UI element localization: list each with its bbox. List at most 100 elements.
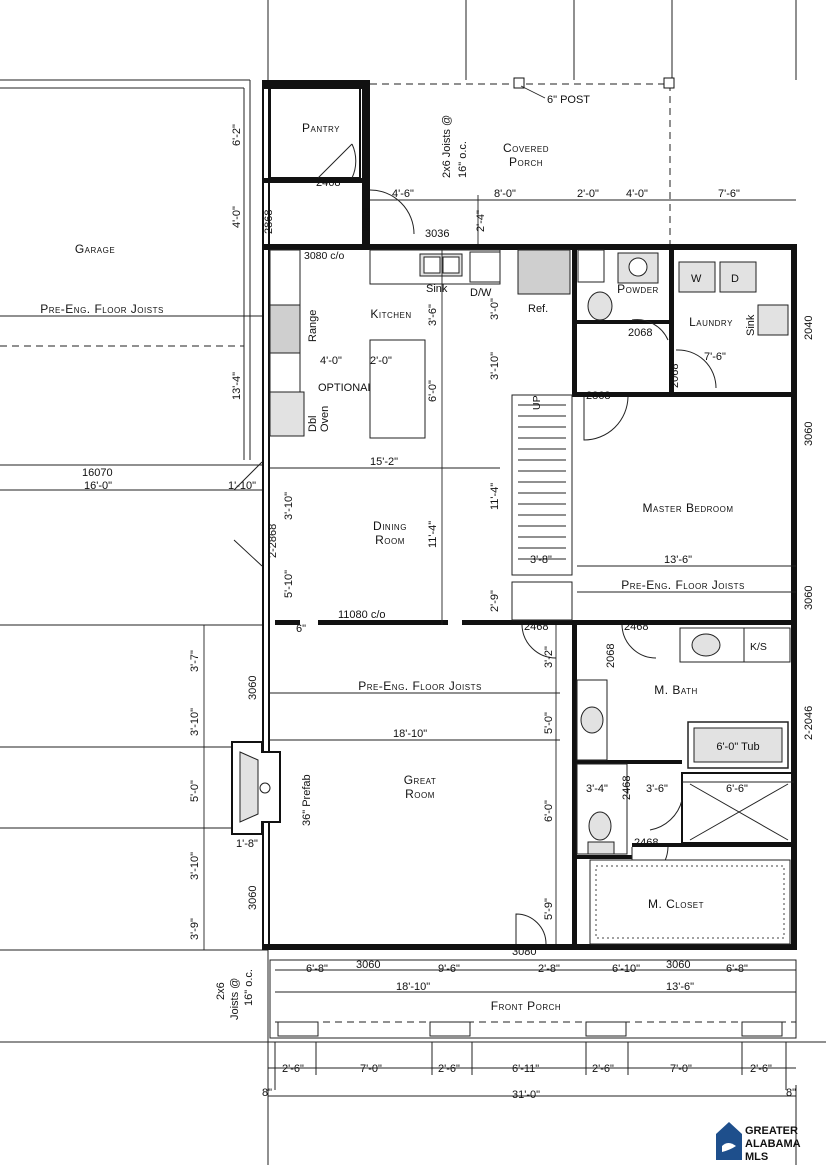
dim-6-0-great: 6'-0" (543, 800, 555, 822)
washer-label: W (691, 273, 702, 285)
dining-label-1: Dining (373, 519, 407, 533)
bottom-dim-7-0-a: 7'-0" (360, 1063, 382, 1075)
dim-3-8: 3'-8" (530, 554, 552, 566)
dim-3-10-b: 3'-10" (283, 492, 295, 520)
covered-porch: 6" POST Covered Porch 2x6 Joists @ 16" o… (370, 77, 796, 244)
dim-6-8-left: 6'-8" (306, 963, 328, 975)
dining-co-label: 11080 c/o (338, 609, 386, 621)
dim-3-6-bath: 3'-6" (646, 783, 668, 795)
garage-label: Garage (75, 242, 115, 256)
bottom-dim-2-6-c: 2'-6" (592, 1063, 614, 1075)
dim-3060-porch-right: 3060 (666, 959, 690, 971)
dim-6-0-kitchen: 6'-0" (427, 380, 439, 402)
dim-13-6-porch: 13'-6" (666, 981, 694, 993)
dim-2-2868: 2-2868 (267, 524, 279, 558)
dim-6-inch: 6" (296, 623, 306, 635)
dim-2868-right: 2868 (361, 208, 373, 232)
dim-2-0-kitchen: 2'-0" (370, 355, 392, 367)
dim-3060-porch-left: 3060 (356, 959, 380, 971)
bottom-dim-2-6-b: 2'-6" (438, 1063, 460, 1075)
dim-3-0: 3'-0" (489, 298, 501, 320)
bottom-dim-8-b: 8" (786, 1087, 796, 1099)
dbl-label: Dbl (307, 415, 319, 432)
dim-3-10-c: 3'-10" (189, 708, 201, 736)
dim-18-10-great: 18'-10" (393, 728, 427, 740)
dim-13-4: 13'-4" (231, 372, 243, 400)
dining-room: 15'-2" 16070 16'-0" 1'-10" Dining Room 1… (82, 456, 500, 635)
dim-9-6: 9'-6" (438, 963, 460, 975)
kitchen-co-label: 3080 c/o (304, 250, 344, 262)
dim-5-9: 5'-9" (543, 898, 555, 920)
master-bath: 2468 2468 3'-2" 2068 K/S M. Bath 5'-0" 2… (521, 621, 815, 883)
dim-6-6: 6'-6" (726, 783, 748, 795)
fireplace-label: 36" Prefab (301, 774, 313, 826)
logo-line-1: GREATER (745, 1125, 798, 1137)
ks-label: K/S (750, 641, 767, 653)
dim-2868-left: 2868 (263, 210, 275, 234)
great-room-label-2: Room (405, 787, 435, 801)
kitchen: Sink D/W Ref. 3080 c/o Range Dbl Oven OP… (231, 249, 571, 625)
powder-label: Powder (617, 282, 659, 296)
ref-label: Ref. (528, 303, 548, 315)
front-joists-label-2: Joists @ (229, 978, 241, 1020)
optional-label: OPTIONAL (318, 382, 374, 394)
porch-column (277, 1021, 319, 1037)
range-label: Range (307, 310, 319, 342)
post-label: 6" POST (547, 94, 590, 106)
dim-3-4: 3'-4" (586, 783, 608, 795)
bottom-dim-2-6-a: 2'-6" (282, 1063, 304, 1075)
front-joists-label-3: 16" o.c. (243, 969, 255, 1006)
dim-3-6: 3'-6" (427, 304, 439, 326)
dim-2-2046: 2-2046 (803, 706, 815, 740)
m-bath-label: M. Bath (654, 683, 698, 697)
stairs-up-label: UP (531, 395, 543, 410)
dryer-label: D (731, 273, 739, 285)
dim-2868-master: 2868 (586, 390, 610, 402)
garage: Garage Pre-Eng. Floor Joists (0, 79, 268, 460)
dim-7-6-top: 7'-6" (718, 188, 740, 200)
porch-joists-label-1: 2x6 Joists @ (441, 115, 453, 178)
stairs: UP 3'-8" 11'-4" 2'-9" (489, 394, 573, 621)
dim-3060-great-bottom: 3060 (247, 886, 259, 910)
dining-label-2: Room (375, 533, 405, 547)
dim-3060-master-top: 3060 (803, 422, 815, 446)
dim-16070: 16070 (82, 467, 113, 479)
dim-4-6: 4'-6" (392, 188, 414, 200)
dim-1-8: 1'-8" (236, 838, 258, 850)
dim-2-8: 2'-8" (538, 963, 560, 975)
oven-label: Oven (319, 406, 331, 432)
covered-porch-label-1: Covered (503, 141, 549, 155)
dim-5-0-great: 5'-0" (189, 780, 201, 802)
bottom-dimensions: 2'-6" 7'-0" 2'-6" 6'-11" 2'-6" 7'-0" 2'-… (262, 1042, 796, 1101)
mls-logo: GREATER ALABAMA MLS (716, 1122, 801, 1163)
tub-label: 6'-0" Tub (716, 741, 759, 753)
front-joists-label-1: 2x6 (215, 982, 227, 1000)
dim-2-0: 2'-0" (577, 188, 599, 200)
great-room-label-1: Great (404, 773, 437, 787)
m-closet-label: M. Closet (648, 897, 704, 911)
great-room: Pre-Eng. Floor Joists 18'-10" Great Room… (189, 625, 560, 958)
dw-label: D/W (470, 287, 492, 299)
front-porch-label: Front Porch (491, 999, 561, 1013)
bottom-dim-6-11: 6'-11" (512, 1063, 539, 1075)
logo-line-3: MLS (745, 1151, 768, 1163)
dim-2468-wc: 2468 (621, 776, 633, 800)
dim-16-0: 16'-0" (84, 480, 112, 492)
dim-13-6-master: 13'-6" (664, 554, 692, 566)
exterior-walls (262, 80, 797, 950)
dim-3-7: 3'-7" (189, 650, 201, 672)
dim-5-10: 5'-10" (283, 570, 295, 598)
pantry-label: Pantry (302, 121, 340, 135)
pantry: Pantry 2468 6'-2" 4'-0" 2868 2868 (231, 121, 415, 235)
dim-3080: 3080 (512, 946, 536, 958)
bottom-dim-7-0-b: 7'-0" (670, 1063, 692, 1075)
bottom-dim-8-a: 8" (262, 1087, 272, 1099)
dim-4-0-v: 4'-0" (231, 206, 243, 228)
powder-laundry: Powder 2068 W D Laundry Sink 2040 7'-6" … (577, 249, 815, 389)
dim-3036: 3036 (425, 228, 449, 240)
dim-11-4-a: 11'-4" (489, 483, 501, 510)
dim-2468-bath: 2468 (624, 621, 648, 633)
dim-15-2: 15'-2" (370, 456, 398, 468)
